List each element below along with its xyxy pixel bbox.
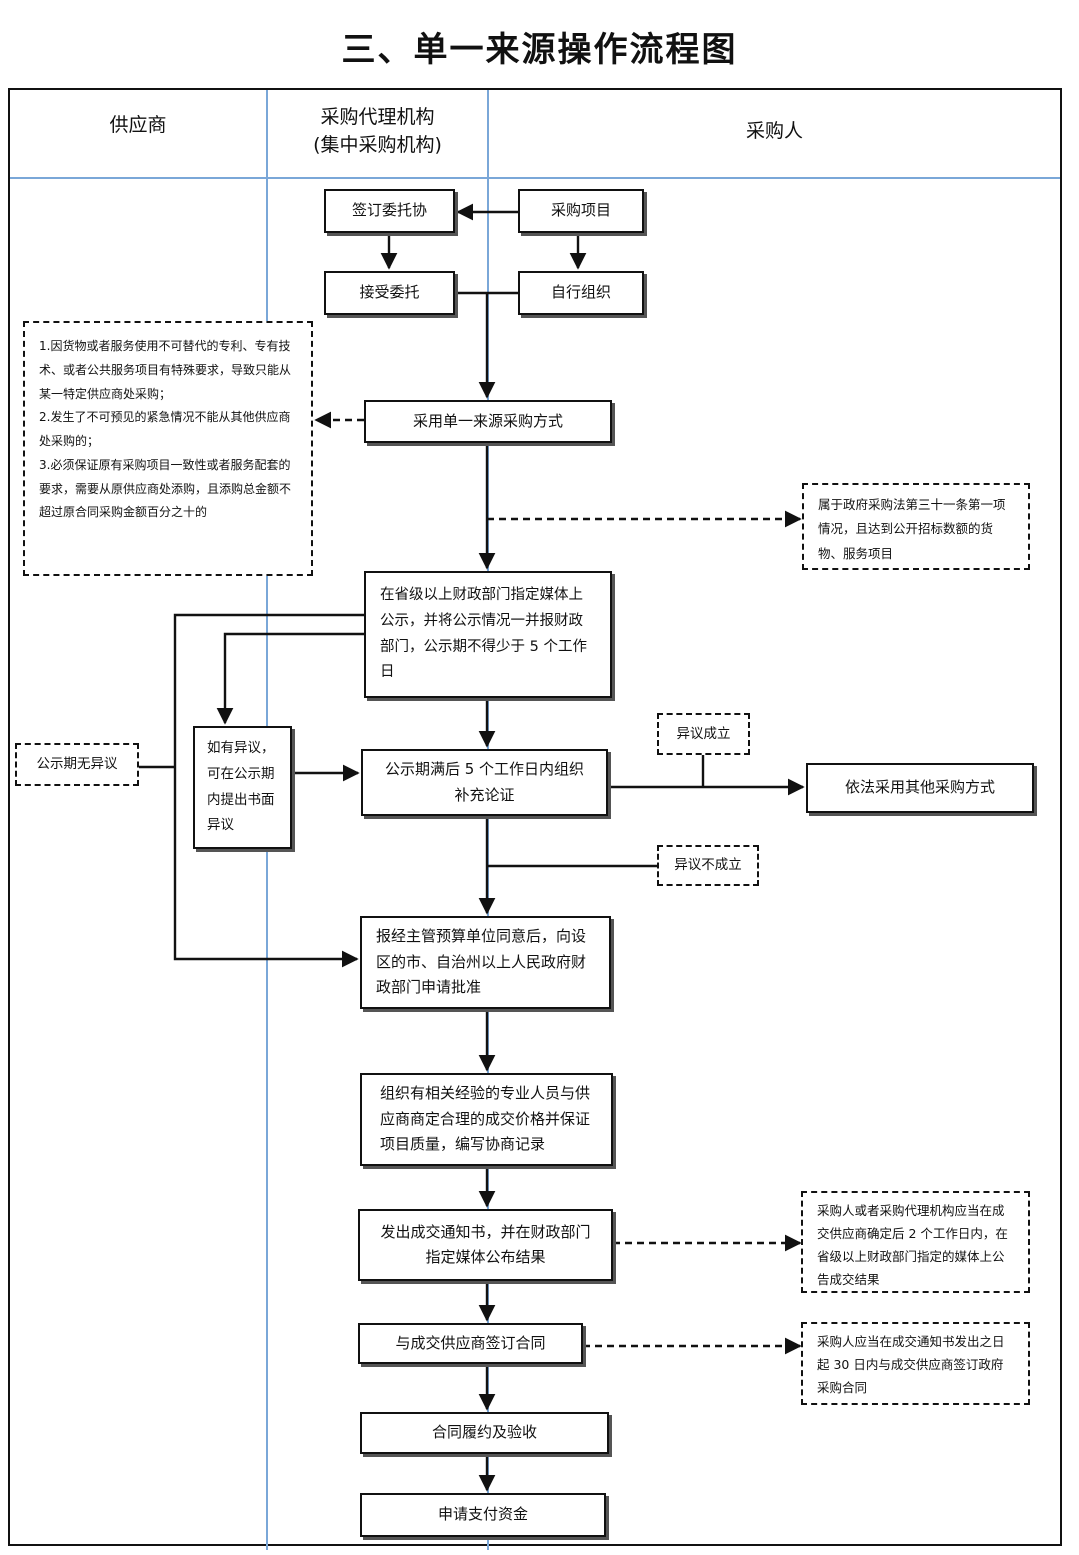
- box-performance: 合同履约及验收: [360, 1412, 609, 1454]
- box-publicize-label: 在省级以上财政部门指定媒体上公示，并将公示情况一并报财政部门，公示期不得少于 5…: [380, 586, 587, 681]
- box-objection-submit: 如有异议，可在公示期内提出书面异议: [193, 726, 292, 849]
- lane-header-supplier: 供应商: [10, 112, 266, 140]
- box-negotiate: 组织有相关经验的专业人员与供应商商定合理的成交价格并保证项目质量，编写协商记录: [360, 1073, 613, 1166]
- note-objection-invalid-text: 异议不成立: [674, 857, 742, 874]
- box-performance-label: 合同履约及验收: [431, 1423, 537, 1442]
- note-condition-1: 1.因货物或者服务使用不可替代的专利、专有技术、或者公共服务项目有特殊要求，导致…: [39, 339, 292, 401]
- box-apply-approval-label: 报经主管预算单位同意后，向设区的市、自治州以上人民政府财政部门申请批准: [376, 927, 587, 997]
- box-apply-approval: 报经主管预算单位同意后，向设区的市、自治州以上人民政府财政部门申请批准: [360, 916, 611, 1009]
- note-article31-text: 属于政府采购法第三十一条第一项情况，且达到公开招标数额的货物、服务项目: [818, 497, 1006, 561]
- box-purchase-project: 采购项目: [518, 189, 644, 233]
- note-no-objection: 公示期无异议: [15, 743, 139, 786]
- note-conditions: 1.因货物或者服务使用不可替代的专利、专有技术、或者公共服务项目有特殊要求，导致…: [23, 321, 313, 576]
- page-title: 三、单一来源操作流程图: [341, 30, 738, 70]
- box-other-method: 依法采用其他采购方式: [806, 763, 1034, 813]
- note-objection-valid: 异议成立: [657, 713, 750, 755]
- box-supplementary-review: 公示期满后 5 个工作日内组织补充论证: [361, 749, 608, 816]
- note-objection-invalid: 异议不成立: [657, 845, 759, 886]
- box-payment: 申请支付资金: [360, 1493, 606, 1537]
- box-single-source: 采用单一来源采购方式: [364, 400, 612, 443]
- box-other-method-label: 依法采用其他采购方式: [844, 778, 995, 797]
- box-publicize: 在省级以上财政部门指定媒体上公示，并将公示情况一并报财政部门，公示期不得少于 5…: [364, 571, 612, 698]
- box-accept-entrust: 接受委托: [324, 271, 455, 315]
- note-contract-rule-text: 采购人应当在成交通知书发出之日起 30 日内与成交供应商签订政府采购合同: [817, 1334, 1005, 1396]
- lane-header-purchaser-label: 采购人: [745, 120, 803, 142]
- box-self-organize: 自行组织: [518, 271, 644, 315]
- arrow-publicize-to-objection: [216, 632, 364, 725]
- lane-header-supplier-label: 供应商: [109, 114, 167, 136]
- box-issue-notice-label: 发出成交通知书，并在财政部门指定媒体公布结果: [380, 1222, 591, 1267]
- box-sign-contract-label: 与成交供应商签订合同: [395, 1333, 546, 1352]
- note-article31: 属于政府采购法第三十一条第一项情况，且达到公开招标数额的货物、服务项目: [802, 483, 1030, 570]
- box-objection-submit-label: 如有异议，可在公示期内提出书面异议: [207, 740, 275, 834]
- note-objection-valid-text: 异议成立: [676, 725, 731, 742]
- note-condition-3: 3.必须保证原有采购项目一致性或者服务配套的要求，需要从原供应商处添购，且添购总…: [39, 457, 292, 520]
- box-single-source-label: 采用单一来源采购方式: [412, 411, 563, 430]
- box-sign-entrust: 签订委托协: [324, 189, 455, 233]
- note-condition-2: 2.发生了不可预见的紧急情况不能从其他供应商处采购的；: [39, 410, 291, 448]
- lane-header-agency-label: 采购代理机构: [320, 106, 435, 128]
- note-no-objection-text: 公示期无异议: [36, 756, 118, 773]
- box-purchase-project-label: 采购项目: [550, 201, 611, 220]
- note-announce-rule-text: 采购人或者采购代理机构应当在成交供应商确定后 2 个工作日内，在省级以上财政部门…: [817, 1203, 1008, 1288]
- flowchart-frame: [8, 88, 1062, 1546]
- lane-header-agency: 采购代理机构 (集中采购机构): [268, 104, 487, 159]
- lane-header-divider: [10, 177, 1060, 179]
- note-contract-rule: 采购人应当在成交通知书发出之日起 30 日内与成交供应商签订政府采购合同: [801, 1322, 1030, 1405]
- box-supplementary-review-label: 公示期满后 5 个工作日内组织补充论证: [384, 760, 585, 804]
- box-self-organize-label: 自行组织: [550, 283, 611, 302]
- box-issue-notice: 发出成交通知书，并在财政部门指定媒体公布结果: [358, 1209, 613, 1281]
- box-payment-label: 申请支付资金: [437, 1505, 528, 1524]
- box-sign-entrust-label: 签订委托协: [351, 201, 427, 220]
- note-announce-rule: 采购人或者采购代理机构应当在成交供应商确定后 2 个工作日内，在省级以上财政部门…: [801, 1191, 1030, 1293]
- lane-header-purchaser: 采购人: [489, 118, 1060, 146]
- box-sign-contract: 与成交供应商签订合同: [358, 1323, 583, 1364]
- arrow-publicize-to-approval: [173, 613, 364, 968]
- lane-header-agency-sublabel: (集中采购机构): [313, 133, 442, 156]
- box-accept-entrust-label: 接受委托: [359, 283, 420, 302]
- box-negotiate-label: 组织有相关经验的专业人员与供应商商定合理的成交价格并保证项目质量，编写协商记录: [380, 1084, 591, 1154]
